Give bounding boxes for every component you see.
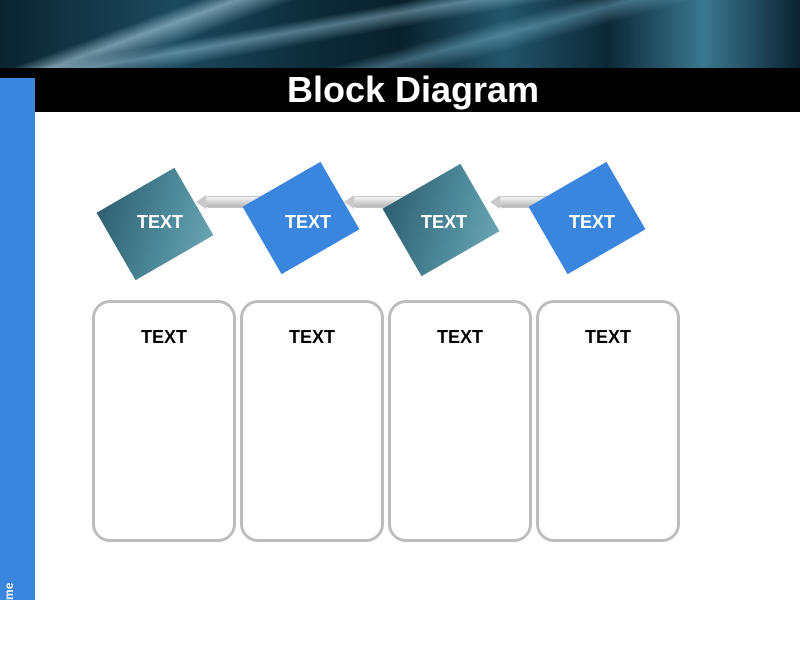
- box-label-1: TEXT: [140, 327, 187, 347]
- content-box-2: TEXT: [240, 300, 384, 542]
- content-box-4: TEXT: [536, 300, 680, 542]
- side-strip: company name: [0, 78, 35, 670]
- company-name: company name: [2, 582, 16, 670]
- box-label-4: TEXT: [584, 327, 631, 347]
- step-label-4: TEXT: [568, 212, 615, 232]
- slide-title: Block Diagram: [286, 69, 540, 110]
- box-label-2: TEXT: [288, 327, 335, 347]
- header-banner-image: [0, 0, 800, 68]
- title-bar: [0, 68, 800, 112]
- content-box-1: TEXT: [92, 300, 236, 542]
- step-label-2: TEXT: [284, 212, 331, 232]
- box-label-3: TEXT: [436, 327, 483, 347]
- step-label-1: TEXT: [136, 212, 183, 232]
- step-label-3: TEXT: [420, 212, 467, 232]
- content-box-3: TEXT: [388, 300, 532, 542]
